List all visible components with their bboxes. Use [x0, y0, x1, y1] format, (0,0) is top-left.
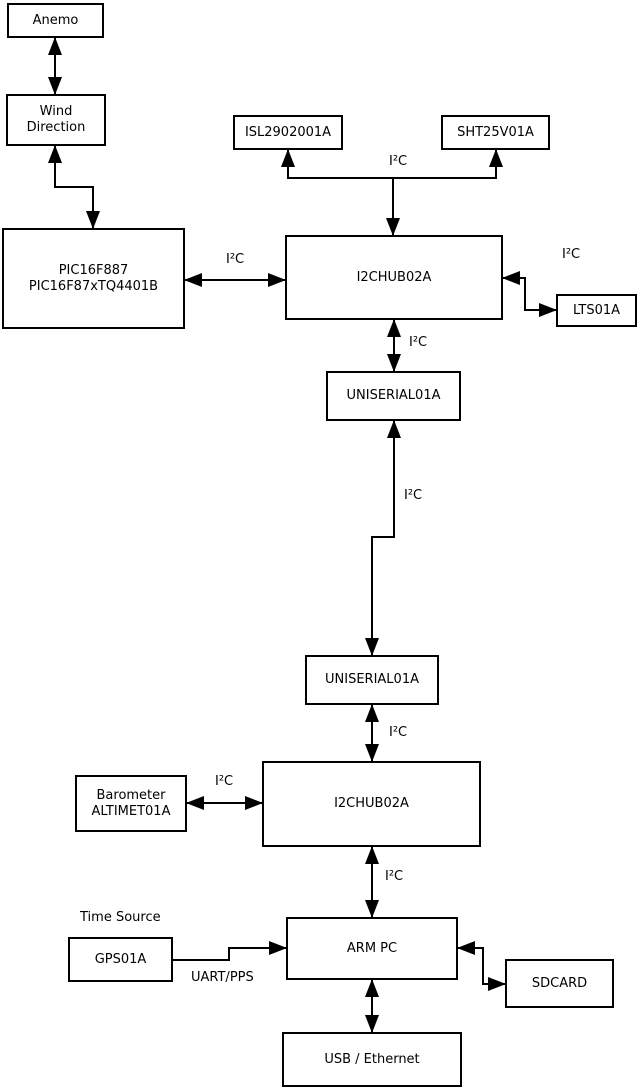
label-i2c-hub1-uniserial1: I²C [409, 335, 428, 350]
edge-wind-pic [48, 145, 100, 229]
label-i2c-hub1-lts: I²C [562, 247, 581, 262]
node-label: PIC16F87xTQ4401B [28, 278, 159, 294]
label-i2c-uniserial2-hub2: I²C [389, 725, 408, 740]
node-label: Wind [39, 104, 73, 119]
label-i2c-pic-hub1: I²C [226, 252, 245, 267]
node-label: UNISERIAL01A [325, 672, 419, 687]
label-i2c-barometer-hub2: I²C [215, 774, 234, 789]
node-label: SHT25V01A [457, 124, 534, 140]
node-uniserial-2: UNISERIAL01A [305, 655, 439, 705]
node-usb-ethernet: USB / Ethernet [282, 1032, 462, 1087]
node-label: I2CHUB02A [334, 796, 409, 811]
edge-hub1-lts [502, 271, 557, 317]
edge-gps-armpc [173, 941, 287, 961]
label-i2c-hub2-armpc: I²C [385, 869, 404, 884]
node-isl: ISL2902001A [233, 115, 343, 150]
node-anemo: Anemo [7, 3, 104, 38]
node-label: UNISERIAL01A [346, 388, 441, 403]
label-i2c-uniserial-link: I²C [404, 488, 423, 503]
node-gps: GPS01A [68, 937, 173, 982]
node-label: SDCARD [531, 975, 588, 991]
node-label: ARM PC [346, 940, 398, 956]
node-label: I2CHUB02A [356, 269, 432, 285]
node-label: ISL2902001A [244, 124, 332, 140]
node-uniserial-1: UNISERIAL01A [326, 371, 461, 421]
node-label: ALTIMET01A [91, 803, 171, 819]
label-i2c-sensors: I²C [389, 154, 408, 169]
edge-armpc-sdcard [457, 941, 506, 991]
node-label: GPS01A [94, 951, 147, 967]
node-lts: LTS01A [556, 294, 637, 327]
node-sdcard: SDCARD [505, 959, 614, 1008]
node-i2chub-2: I2CHUB02A [262, 761, 481, 847]
node-label: USB / Ethernet [324, 1051, 420, 1067]
node-label: Anemo [32, 12, 79, 28]
node-label: Barometer [96, 787, 166, 803]
label-time-source: Time Source [80, 910, 161, 925]
edge-uniserial1-uniserial2 [365, 420, 401, 656]
node-i2chub-1: I2CHUB02A [285, 235, 503, 320]
node-arm-pc: ARM PC [286, 917, 458, 980]
node-label: Direction [26, 120, 86, 135]
node-sht: SHT25V01A [441, 115, 550, 150]
node-label: PIC16F887 [58, 262, 129, 278]
label-uart-pps: UART/PPS [191, 970, 254, 985]
node-label: LTS01A [572, 302, 621, 318]
